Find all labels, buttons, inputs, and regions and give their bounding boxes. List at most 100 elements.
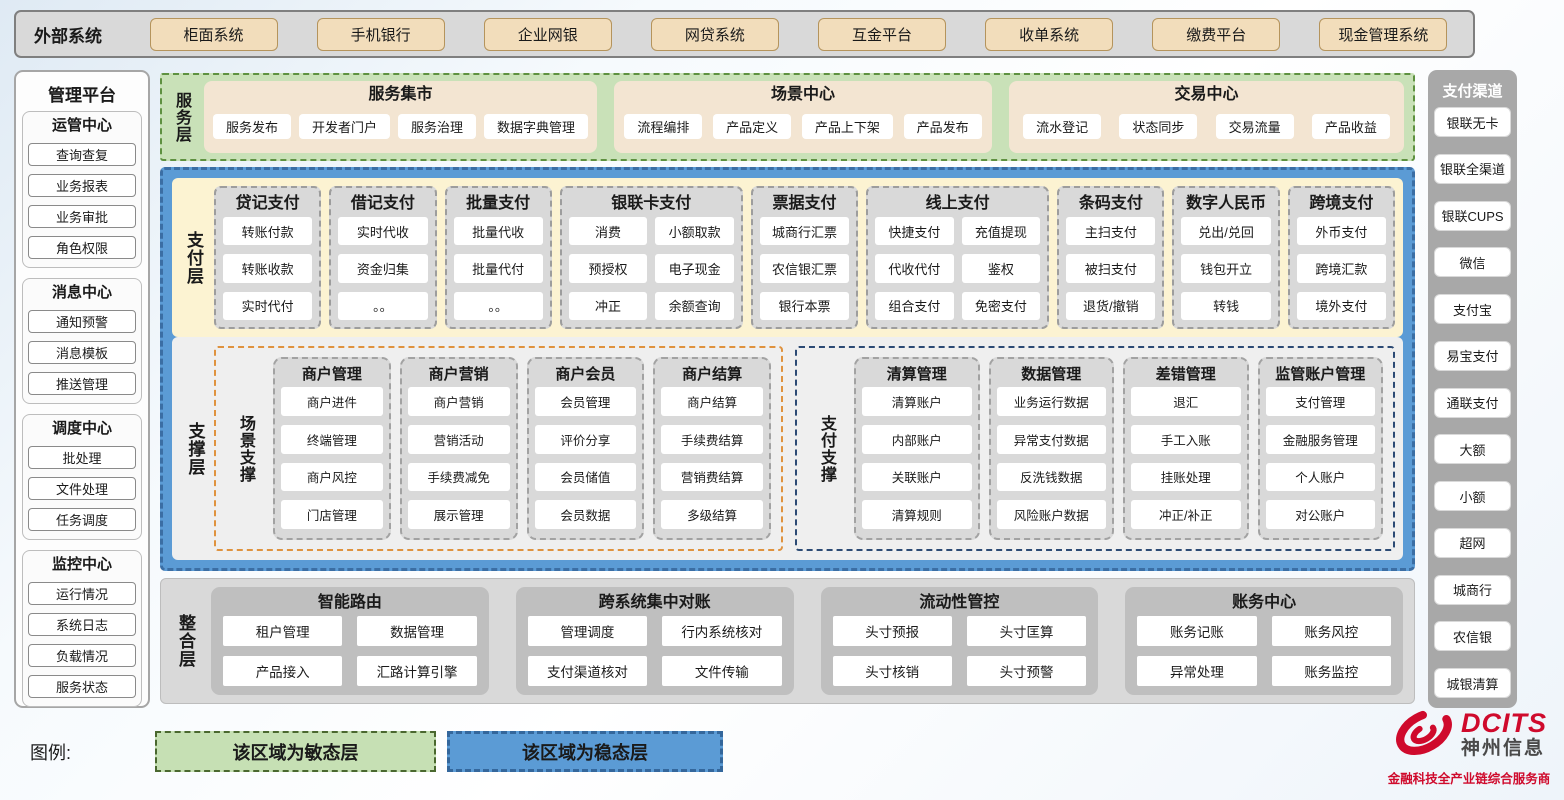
support-section-label: 场景支撑	[237, 414, 254, 483]
dcits-swirl-icon	[1391, 704, 1457, 765]
support-column-title: 清算管理	[886, 366, 947, 383]
service-item-node: 产品上下架	[801, 114, 893, 139]
management-item-node: 业务报表	[28, 174, 136, 197]
support-layer-sections: 场景支撑商户管理商户进件终端管理商户风控门店管理商户营销商户营销营销活动手续费减…	[214, 346, 1395, 551]
external-system-node: 现金管理系统	[1319, 17, 1448, 51]
support-column: 差错管理退汇手工入账挂账处理冲正/补正	[1123, 357, 1249, 540]
payment-item-node: 冲正	[568, 291, 648, 320]
support-item-node: 风险账户数据	[996, 500, 1106, 529]
payment-item-node: 鉴权	[961, 254, 1041, 283]
support-item-node: 清算账户	[862, 387, 972, 416]
service-layer: 服务层 服务集市服务发布开发者门户服务治理数据字典管理场景中心流程编排产品定义产…	[160, 73, 1415, 161]
service-item-node: 流程编排	[624, 114, 703, 139]
support-item-node: 手工入账	[1131, 424, 1241, 454]
payment-item-node: 退货/撤销	[1066, 291, 1156, 320]
stable-region: 支付层 贷记支付转账付款转账收款实时代付借记支付实时代收资金归集。。批量支付批量…	[160, 167, 1415, 571]
integration-item-node: 文件传输	[662, 656, 782, 686]
payment-capability-column: 线上支付快捷支付充值提现代收代付鉴权组合支付免密支付	[866, 186, 1050, 329]
payment-channel-node: 小额	[1434, 481, 1511, 511]
payment-item-node: 农信银汇票	[759, 254, 850, 283]
payment-channel-node: 通联支付	[1434, 387, 1511, 418]
payment-layer: 支付层 贷记支付转账付款转账收款实时代付借记支付实时代收资金归集。。批量支付批量…	[172, 178, 1403, 337]
payment-item-node: 转账收款	[223, 254, 313, 283]
payment-item-node: 余额查询	[655, 291, 734, 320]
integration-item-node: 异常处理	[1137, 656, 1257, 686]
payment-item-node: 被扫支付	[1066, 254, 1156, 283]
payment-column-title: 条码支付	[1078, 195, 1143, 212]
service-layer-label: 服务层	[173, 91, 190, 143]
external-system-node: 收单系统	[985, 17, 1114, 51]
support-item-node: 商户进件	[281, 387, 383, 416]
payment-column-title: 线上支付	[925, 195, 990, 212]
integration-item-node: 账务记账	[1137, 616, 1257, 646]
support-item-node: 关联账户	[862, 462, 972, 492]
support-item-node: 商户营销	[407, 387, 510, 416]
support-item-node: 会员管理	[534, 387, 637, 416]
payment-column-title: 票据支付	[772, 195, 837, 212]
support-item-node: 内部账户	[862, 424, 972, 454]
payment-item-node: 消费	[568, 217, 648, 246]
payment-channel-node: 大额	[1434, 434, 1511, 465]
support-item-node: 营销费结算	[661, 462, 763, 492]
payment-item-node: 批量代付	[453, 254, 543, 283]
payment-channel-node: 易宝支付	[1434, 340, 1511, 371]
legend-label: 图例:	[30, 742, 72, 763]
management-group-title: 监控中心	[51, 556, 112, 573]
payment-channel-node: 银联全渠道	[1434, 153, 1511, 184]
integration-layer: 整合层 智能路由租户管理数据管理产品接入汇路计算引擎跨系统集中对账管理调度行内系…	[160, 578, 1415, 704]
support-column: 商户会员会员管理评价分享会员储值会员数据	[526, 357, 645, 540]
external-systems-list: 柜面系统手机银行企业网银网贷系统互金平台收单系统缴费平台现金管理系统	[130, 17, 1473, 51]
payment-channel-node: 微信	[1434, 247, 1511, 278]
payment-column-title: 借记支付	[350, 195, 415, 212]
legend-stable-layer: 该区域为稳态层	[447, 731, 723, 772]
support-column: 清算管理清算账户内部账户关联账户清算规则	[854, 357, 980, 540]
payment-capability-column: 贷记支付转账付款转账收款实时代付	[214, 186, 322, 329]
integration-layer-panels: 智能路由租户管理数据管理产品接入汇路计算引擎跨系统集中对账管理调度行内系统核对支…	[211, 587, 1403, 695]
integration-item-node: 账务监控	[1271, 656, 1391, 686]
external-system-node: 手机银行	[316, 17, 445, 51]
management-platform-title: 管理平台	[48, 86, 116, 105]
external-system-node: 缴费平台	[1152, 17, 1281, 51]
support-column: 监管账户管理支付管理金融服务管理个人账户对公账户	[1257, 357, 1383, 540]
payment-channel-node: 农信银	[1434, 621, 1511, 652]
payment-channels-title: 支付渠道	[1442, 83, 1503, 100]
support-item-node: 终端管理	[281, 424, 383, 454]
integration-item-node: 管理调度	[527, 616, 648, 646]
management-item-node: 服务状态	[28, 675, 136, 698]
payment-column-title: 跨境支付	[1309, 195, 1374, 212]
support-column: 商户营销商户营销营销活动手续费减免展示管理	[399, 357, 518, 540]
management-item-node: 消息模板	[28, 341, 136, 364]
support-item-node: 冲正/补正	[1131, 500, 1241, 529]
logo-tagline: 金融科技全产业链综合服务商	[1387, 772, 1551, 786]
integration-panel-title: 跨系统集中对账	[598, 594, 711, 611]
support-column: 数据管理业务运行数据异常支付数据反洗钱数据风险账户数据	[988, 357, 1114, 540]
support-section-label: 支付支撑	[818, 414, 835, 483]
service-item-node: 流水登记	[1023, 114, 1102, 139]
external-system-node: 互金平台	[818, 17, 947, 51]
service-item-node: 产品发布	[903, 114, 982, 139]
payment-item-node: 银行本票	[759, 291, 850, 320]
integration-item-node: 头寸核销	[832, 656, 952, 686]
service-panel-title: 场景中心	[771, 86, 836, 103]
payment-item-node: 主扫支付	[1066, 217, 1156, 246]
service-panel: 服务集市服务发布开发者门户服务治理数据字典管理	[204, 81, 598, 153]
payment-capability-column: 银联卡支付消费小额取款预授权电子现金冲正余额查询	[559, 186, 743, 329]
service-item-node: 产品定义	[713, 114, 792, 139]
integration-item-node: 头寸匡算	[966, 616, 1087, 646]
payment-item-node: 批量代收	[453, 217, 543, 246]
payment-channel-node: 支付宝	[1434, 294, 1511, 324]
payment-item-node: 充值提现	[961, 217, 1041, 246]
integration-item-node: 数据管理	[357, 616, 477, 646]
payment-layer-label: 支付层	[184, 230, 203, 285]
integration-item-node: 账务风控	[1271, 616, 1391, 646]
support-item-node: 支付管理	[1265, 387, 1375, 416]
payment-column-title: 批量支付	[466, 195, 531, 212]
management-item-node: 角色权限	[28, 236, 136, 259]
management-item-node: 批处理	[28, 446, 136, 469]
support-item-node: 对公账户	[1265, 500, 1375, 529]
support-item-node: 异常支付数据	[996, 424, 1106, 454]
integration-panel: 智能路由租户管理数据管理产品接入汇路计算引擎	[211, 587, 489, 695]
payment-capability-column: 票据支付城商行汇票农信银汇票银行本票	[750, 186, 859, 329]
legend-agile-layer: 该区域为敏态层	[155, 731, 436, 772]
payment-item-node: 城商行汇票	[759, 217, 850, 246]
